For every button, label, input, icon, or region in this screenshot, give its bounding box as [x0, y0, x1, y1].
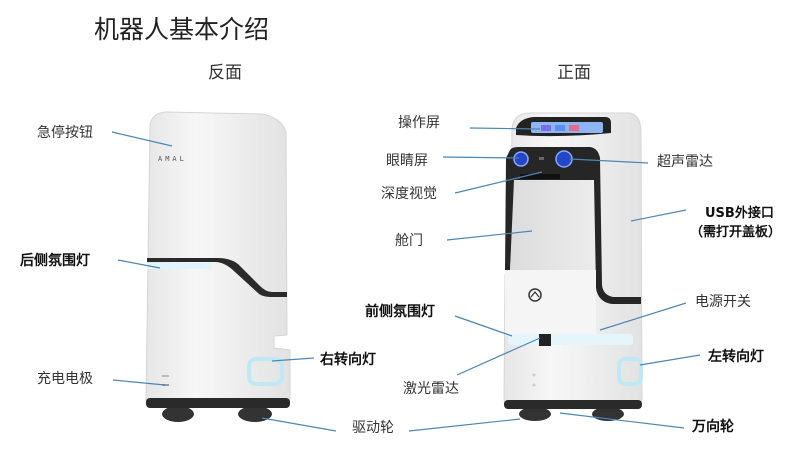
front-lower-panel: [505, 270, 596, 336]
base-band: [146, 398, 290, 408]
leader-emergency-stop: [111, 131, 173, 147]
leader-front-ambient: [454, 315, 513, 337]
front-logo-icon: [528, 288, 542, 302]
label-left-turn-light: 左转向灯: [708, 349, 764, 365]
view-label-back: 反面: [208, 63, 242, 83]
back-robot: AMAL: [145, 111, 291, 422]
leader-control-screen: [469, 127, 541, 130]
label-caster-wheel: 万向轮: [692, 419, 734, 435]
leader-left-turn: [639, 354, 701, 366]
left-turn-light: [617, 357, 643, 386]
eye-screen-left: [513, 151, 529, 167]
label-drive-wheel: 驱动轮: [352, 420, 394, 436]
drive-wheel-right: [238, 406, 272, 422]
label-right-turn-light: 右转向灯: [320, 352, 376, 368]
label-hatch-door: 舱门: [395, 233, 423, 249]
label-front-ambient-light: 前侧氛围灯: [365, 304, 435, 320]
leader-hatch: [446, 230, 533, 241]
rear-ambient-strip: [147, 258, 287, 297]
front-robot: [503, 112, 643, 421]
label-charging-electrode: 充电电极: [37, 371, 93, 387]
label-eye-screen: 眼睛屏: [386, 153, 428, 169]
caster-wheel-left: [519, 407, 551, 421]
indicator-dot: [532, 383, 536, 387]
leader-ultrasonic: [569, 158, 649, 164]
screen-tile: [569, 125, 579, 131]
leader-lines: [111, 127, 701, 432]
leader-right-turn: [271, 357, 315, 362]
label-rear-ambient-light: 后侧氛围灯: [20, 253, 90, 269]
ultrasonic-sensor: [539, 157, 544, 160]
eye-screen-right: [555, 150, 573, 168]
indicator-dot: [532, 373, 536, 377]
screen-tile: [555, 125, 565, 131]
label-lidar: 激光雷达: [403, 381, 459, 397]
lidar-window: [539, 334, 551, 346]
charging-electrode-bottom: [162, 384, 169, 386]
front-base-band: [504, 400, 642, 409]
screen-tile: [541, 125, 551, 131]
charging-electrode-top: [162, 375, 169, 377]
leader-power-switch: [599, 302, 687, 331]
hatch-door: [510, 180, 595, 270]
view-label-front: 正面: [557, 63, 591, 83]
label-usb-note: （需打开盖板）: [690, 225, 782, 240]
leader-usb: [630, 209, 687, 222]
drive-wheel-left: [162, 406, 194, 422]
label-control-screen: 操作屏: [398, 115, 440, 131]
leader-charging: [112, 379, 166, 386]
right-turn-light: [247, 357, 284, 386]
depth-camera: [520, 174, 560, 179]
leader-depth-vision: [454, 171, 543, 194]
leader-caster: [559, 412, 685, 429]
label-depth-vision: 深度视觉: [381, 186, 437, 202]
label-emergency-stop: 急停按钮: [37, 125, 93, 141]
page-title: 机器人基本介绍: [94, 15, 270, 44]
label-ultrasonic-radar: 超声雷达: [657, 154, 713, 170]
rear-ambient-glow: [147, 263, 212, 269]
back-logo: AMAL: [158, 155, 187, 163]
leader-drive-wheel: [261, 417, 337, 432]
leader-eye-screen: [442, 156, 520, 159]
label-usb-port: USB外接口: [705, 206, 774, 221]
label-power-switch: 电源开关: [695, 294, 751, 310]
front-logo-mark: [530, 291, 540, 298]
leader-lidar: [456, 337, 541, 376]
leader-drive-wheel-front: [408, 418, 521, 432]
leader-rear-ambient: [117, 259, 161, 269]
